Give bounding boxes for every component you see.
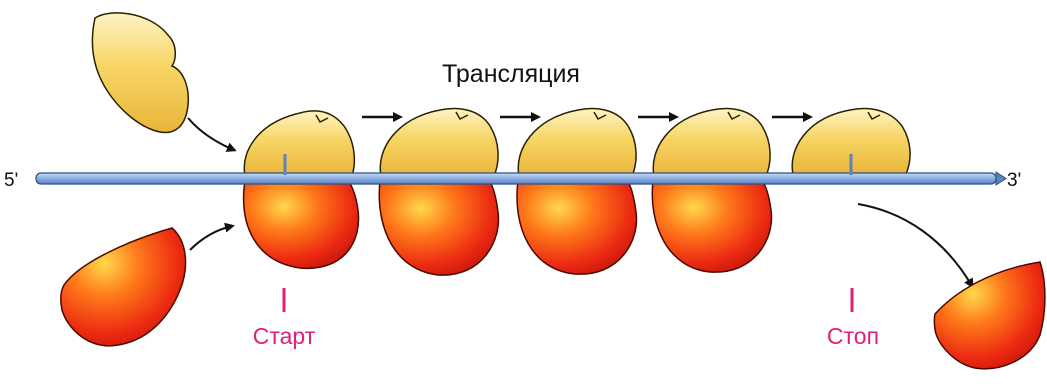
released-large-subunit-right bbox=[934, 262, 1045, 369]
ribosome-4 bbox=[652, 109, 771, 273]
five-prime-label: 5' bbox=[4, 170, 18, 191]
free-large-subunit-left bbox=[61, 228, 186, 346]
start-label: Старт bbox=[253, 323, 316, 349]
ribosome-1 bbox=[244, 111, 359, 268]
free-small-subunit-left bbox=[92, 13, 188, 133]
release-arrow bbox=[858, 204, 972, 286]
incoming-large-arrow bbox=[190, 226, 232, 250]
diagram-title: Трансляция bbox=[442, 60, 580, 88]
ribosome-2 bbox=[379, 109, 498, 276]
three-prime-label: 3' bbox=[1007, 170, 1021, 191]
mrna-strand bbox=[36, 172, 1006, 185]
stop-label: Стоп bbox=[827, 323, 879, 349]
incoming-small-arrow bbox=[188, 118, 234, 150]
ribosome-3 bbox=[517, 109, 637, 275]
